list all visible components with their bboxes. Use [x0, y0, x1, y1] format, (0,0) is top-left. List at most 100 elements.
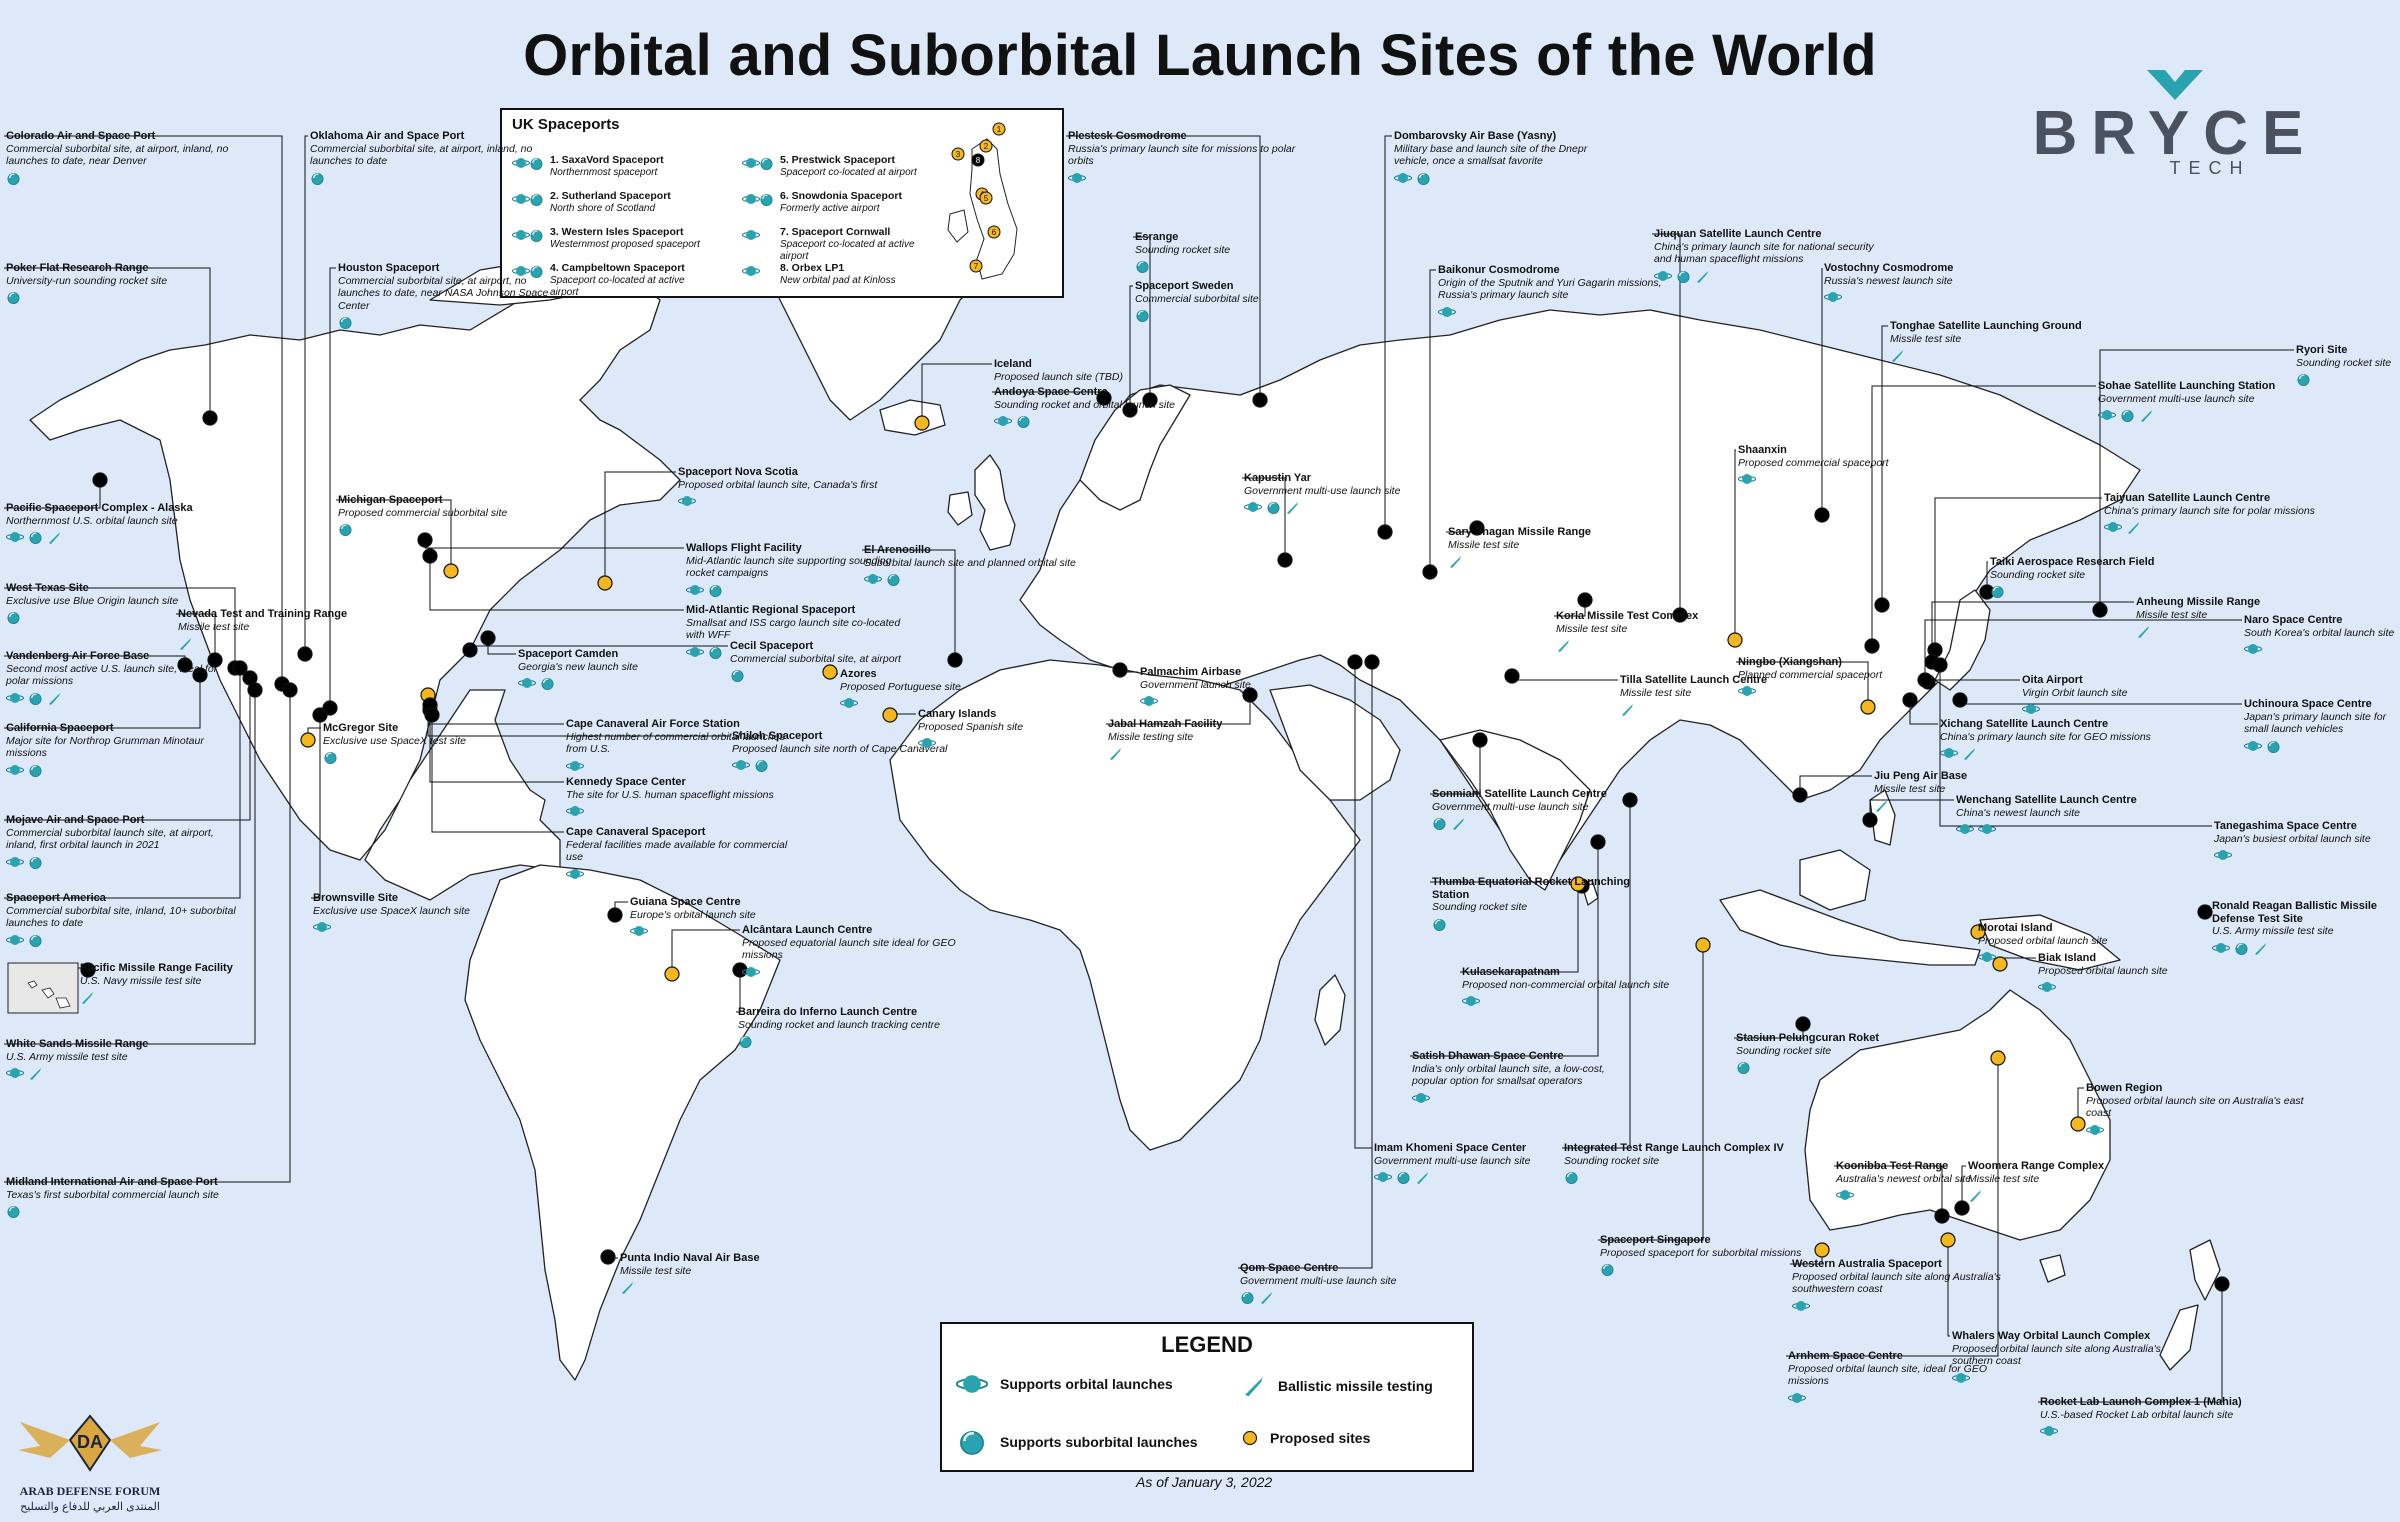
existing-site-marker[interactable]	[92, 472, 108, 488]
existing-site-marker[interactable]	[1932, 657, 1948, 673]
existing-site-marker[interactable]	[247, 682, 263, 698]
existing-site-marker[interactable]	[417, 532, 433, 548]
existing-site-marker[interactable]	[462, 642, 478, 658]
existing-site-marker[interactable]	[1122, 402, 1138, 418]
uk-site-marker[interactable]: 1	[992, 122, 1006, 136]
existing-site-marker[interactable]	[1472, 732, 1488, 748]
uk-site-marker[interactable]: 5	[979, 191, 993, 205]
planet-icon	[1461, 994, 1481, 1009]
existing-site-marker[interactable]	[80, 962, 96, 978]
proposed-site-marker[interactable]	[1992, 956, 2008, 972]
existing-site-marker[interactable]	[1277, 552, 1293, 568]
existing-site-marker[interactable]	[2214, 1276, 2230, 1292]
existing-site-marker[interactable]	[480, 630, 496, 646]
existing-site-marker[interactable]	[1504, 668, 1520, 684]
site-icons	[731, 758, 962, 773]
site-description: Commercial suborbital site, at airport	[730, 652, 901, 665]
existing-site-marker[interactable]	[207, 652, 223, 668]
missile-icon	[1968, 1188, 1983, 1203]
leader-line	[1652, 233, 1681, 615]
site-icons	[677, 494, 908, 509]
suborbital-icon	[28, 855, 43, 870]
uk-site-marker[interactable]: 7	[969, 259, 983, 273]
existing-site-marker[interactable]	[2197, 904, 2213, 920]
existing-site-marker[interactable]	[424, 707, 440, 723]
proposed-site-marker[interactable]	[822, 664, 838, 680]
existing-site-marker[interactable]	[1377, 524, 1393, 540]
existing-site-marker[interactable]	[1902, 692, 1918, 708]
existing-site-marker[interactable]	[1577, 592, 1593, 608]
proposed-site-marker[interactable]	[2070, 1116, 2086, 1132]
existing-site-marker[interactable]	[1672, 607, 1688, 623]
uk-site-marker[interactable]: 3	[951, 147, 965, 161]
proposed-site-marker[interactable]	[1570, 876, 1586, 892]
existing-site-marker[interactable]	[1864, 638, 1880, 654]
existing-site-marker[interactable]	[1952, 692, 1968, 708]
existing-site-marker[interactable]	[282, 682, 298, 698]
existing-site-marker[interactable]	[1954, 1200, 1970, 1216]
existing-site-marker[interactable]	[192, 667, 208, 683]
proposed-site-marker[interactable]	[664, 966, 680, 982]
proposed-site-marker[interactable]	[1940, 1232, 1956, 1248]
site-name: Michigan Spaceport	[338, 494, 443, 506]
site-icons	[738, 1034, 968, 1049]
existing-site-marker[interactable]	[1142, 392, 1158, 408]
existing-site-marker[interactable]	[1364, 654, 1380, 670]
proposed-site-marker[interactable]	[1990, 1050, 2006, 1066]
proposed-site-marker[interactable]	[882, 707, 898, 723]
leader-line	[4, 690, 256, 1045]
existing-site-marker[interactable]	[202, 410, 218, 426]
planet-icon	[1373, 1170, 1393, 1185]
missile-icon	[80, 990, 95, 1005]
missile-icon	[28, 1066, 43, 1081]
existing-site-marker[interactable]	[1934, 1208, 1950, 1224]
existing-site-marker[interactable]	[1422, 564, 1438, 580]
existing-site-marker[interactable]	[422, 548, 438, 564]
legend-item-proposed: Proposed sites	[1242, 1430, 1370, 1446]
existing-site-marker[interactable]	[1590, 834, 1606, 850]
existing-site-marker[interactable]	[1795, 1016, 1811, 1032]
existing-site-marker[interactable]	[232, 660, 248, 676]
existing-site-marker[interactable]	[1252, 392, 1268, 408]
existing-site-marker[interactable]	[1874, 597, 1890, 613]
existing-site-marker[interactable]	[947, 652, 963, 668]
site-name: Kapustin Yar	[1244, 472, 1312, 484]
existing-site-marker[interactable]	[600, 1249, 616, 1265]
leader-line	[1834, 1165, 1943, 1216]
uk-site-marker[interactable]: 8	[971, 153, 985, 167]
proposed-site-marker[interactable]	[1695, 937, 1711, 953]
site-description: Proposed orbital launch site	[2038, 964, 2168, 977]
proposed-site-marker[interactable]	[914, 415, 930, 431]
site-name: El Arenosillo	[864, 544, 931, 556]
existing-site-marker[interactable]	[1792, 787, 1808, 803]
proposed-site-marker[interactable]	[1970, 924, 1986, 940]
proposed-site-marker[interactable]	[597, 575, 613, 591]
existing-site-marker[interactable]	[1469, 520, 1485, 536]
suborbital-icon	[759, 156, 774, 171]
existing-site-marker[interactable]	[1112, 662, 1128, 678]
proposed-site-marker[interactable]	[1860, 699, 1876, 715]
proposed-site-marker[interactable]	[1814, 1242, 1830, 1258]
existing-site-marker[interactable]	[177, 657, 193, 673]
existing-site-marker[interactable]	[1814, 507, 1830, 523]
existing-site-marker[interactable]	[1347, 654, 1363, 670]
site-description: Smallsat and ISS cargo launch site co-lo…	[686, 616, 901, 642]
existing-site-marker[interactable]	[1862, 812, 1878, 828]
existing-site-marker[interactable]	[312, 707, 328, 723]
site-name: Esrange	[1135, 231, 1179, 243]
proposed-site-marker[interactable]	[443, 563, 459, 579]
uk-marker-number: 5	[984, 194, 989, 203]
existing-site-marker[interactable]	[1917, 672, 1933, 688]
existing-site-marker[interactable]	[1622, 792, 1638, 808]
existing-site-marker[interactable]	[1242, 687, 1258, 703]
existing-site-marker[interactable]	[1096, 390, 1112, 406]
proposed-site-marker[interactable]	[300, 732, 316, 748]
uk-site-marker[interactable]: 2	[979, 139, 993, 153]
existing-site-marker[interactable]	[607, 907, 623, 923]
suborbital-icon	[956, 1428, 988, 1456]
uk-marker-number: 3	[956, 150, 961, 159]
existing-site-marker[interactable]	[2092, 602, 2108, 618]
proposed-site-marker[interactable]	[1727, 632, 1743, 648]
uk-site-marker[interactable]: 6	[987, 225, 1001, 239]
existing-site-marker[interactable]	[297, 646, 313, 662]
